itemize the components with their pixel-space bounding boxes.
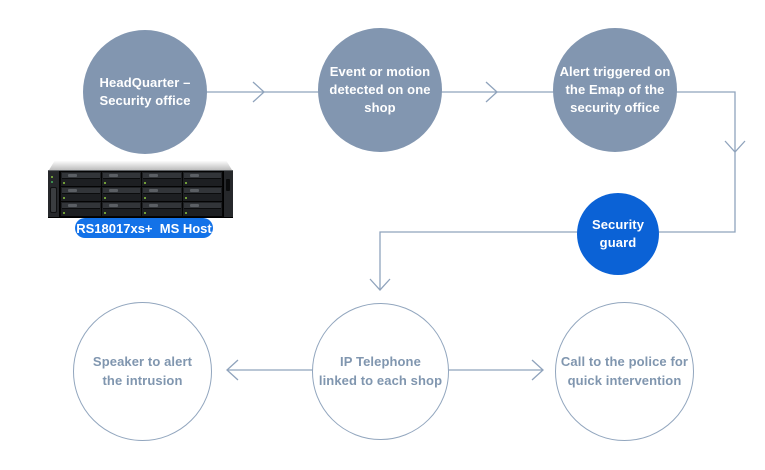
node-call-police: Call to the police for quick interventio… [555,302,694,441]
status-led [51,181,53,183]
drive-bay [61,187,101,201]
node-speaker-alert-intrusion: Speaker to alert the intrusion [73,302,212,441]
rack-ear-left [48,171,60,217]
drive-bay [142,187,182,201]
rackstation-front-panel [48,170,233,217]
arrowhead-right-icon [485,81,498,103]
usb-port [226,179,230,191]
drive-bay [101,172,141,186]
arrowhead-right-icon [252,81,265,103]
drive-bay [182,172,222,186]
drive-bay [101,187,141,201]
arrowhead-right-icon [531,359,544,381]
drive-bay [142,202,182,216]
node-security-guard: Security guard [577,193,659,275]
node-alert-triggered-emap: Alert triggered on the Emap of the secur… [553,28,677,152]
model-badge: RS18017xs+ MS Host [75,218,213,238]
rack-handle [50,187,57,213]
drive-bay [61,172,101,186]
drive-bay [61,202,101,216]
node-headquarter-security-office: HeadQuarter – Security office [83,30,207,154]
arrowhead-down-icon [724,140,746,153]
status-led [51,176,53,178]
rack-ear-right [223,171,233,217]
node-ip-telephone: IP Telephone linked to each shop [312,303,449,440]
drive-bay [182,187,222,201]
arrowhead-left-icon [226,359,239,381]
connector-alert-guard-telephone [379,91,736,290]
drive-bay [142,172,182,186]
drive-bay [101,202,141,216]
rackstation-top-panel [49,161,232,170]
node-event-motion-detected: Event or motion detected on one shop [318,28,442,152]
rackstation-nas-device [48,161,233,217]
drive-bay [182,202,222,216]
drive-bay-grid [60,171,223,217]
arrowhead-down-icon [369,278,391,291]
